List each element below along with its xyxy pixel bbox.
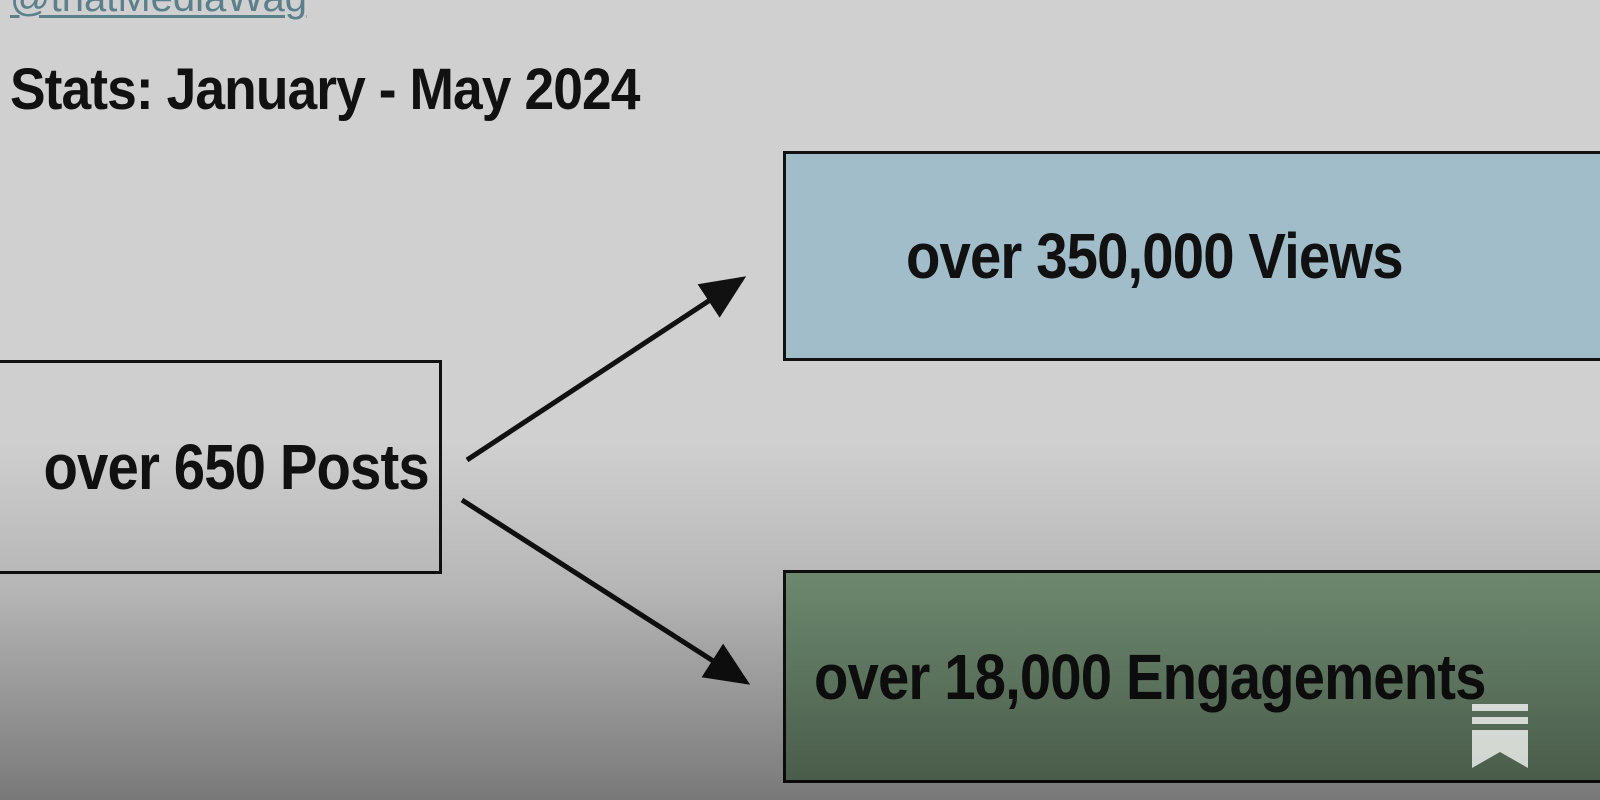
engagements-label: over 18,000 Engagements bbox=[814, 640, 1486, 713]
page-title: Stats: January - May 2024 bbox=[10, 57, 640, 122]
views-box: over 350,000 Views bbox=[783, 151, 1600, 361]
views-label: over 350,000 Views bbox=[906, 220, 1404, 292]
posts-label: over 650 Posts bbox=[43, 431, 430, 503]
engagements-box: over 18,000 Engagements bbox=[783, 570, 1600, 783]
arrow-to-engagements bbox=[460, 497, 751, 685]
bookmark-icon[interactable] bbox=[1472, 704, 1528, 768]
handle-link[interactable]: @thatMediaWag bbox=[10, 0, 307, 21]
arrow-to-views bbox=[465, 276, 747, 463]
posts-box: over 650 Posts bbox=[0, 360, 442, 574]
